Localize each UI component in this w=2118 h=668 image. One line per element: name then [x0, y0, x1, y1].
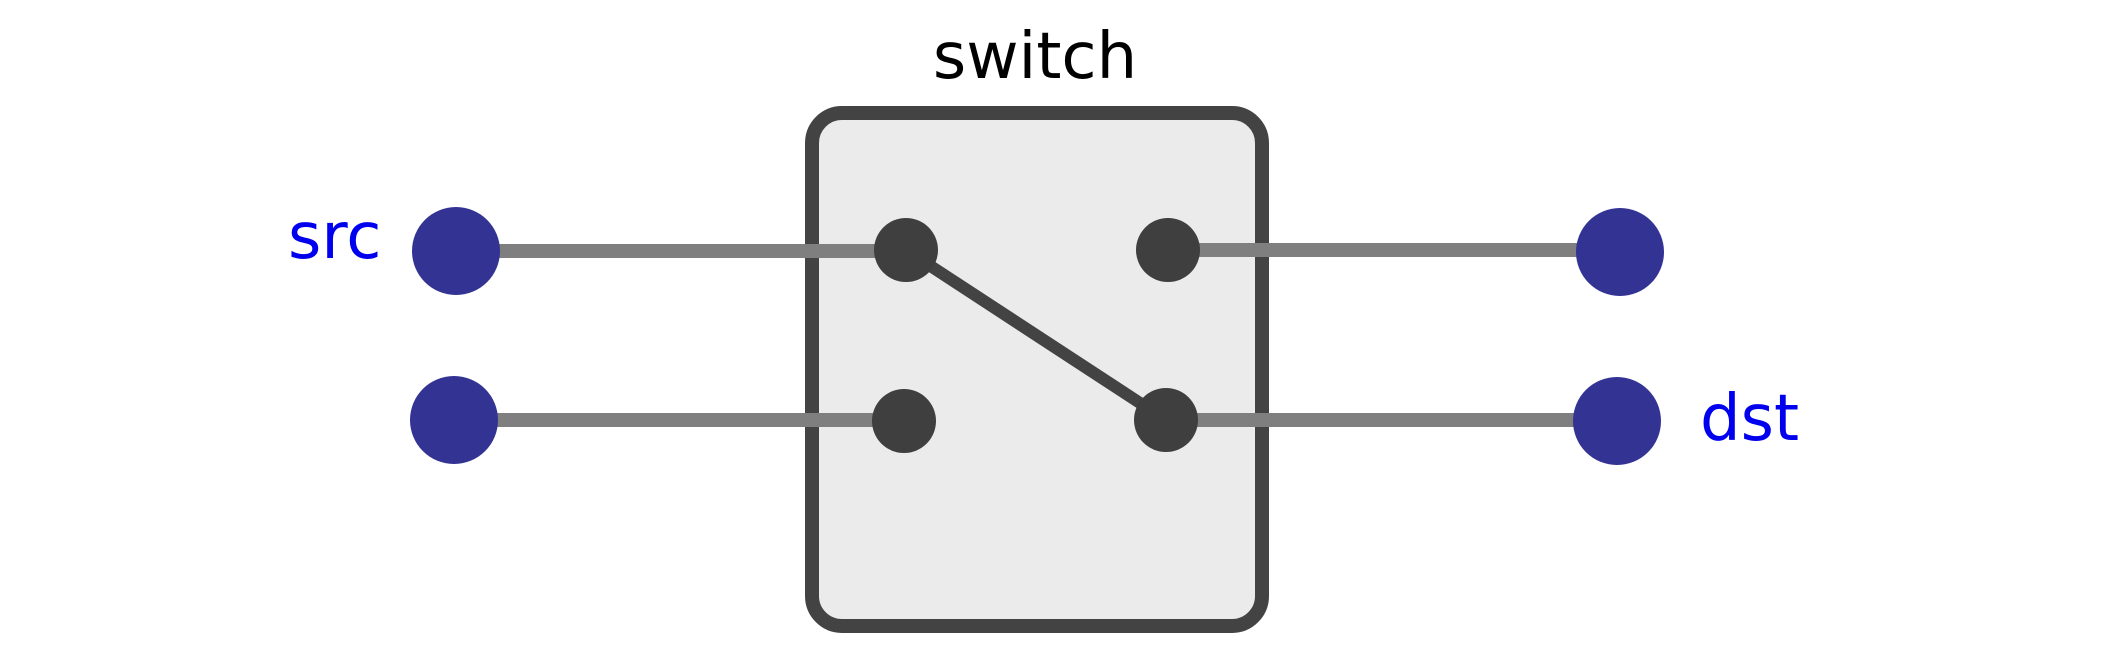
contact-right-top: [1136, 218, 1200, 282]
contact-left-bottom: [872, 389, 936, 453]
switch-title: switch: [933, 20, 1137, 94]
switch-box: [805, 106, 1269, 633]
terminal-left-bottom: [410, 376, 498, 464]
terminal-dst: [1573, 377, 1661, 465]
contact-right-bottom: [1134, 388, 1198, 452]
src-label: src: [288, 200, 381, 274]
dst-label: dst: [1700, 382, 1799, 456]
terminal-right-top: [1576, 208, 1664, 296]
contact-left-top: [874, 218, 938, 282]
terminal-src: [412, 207, 500, 295]
switch-lever: [902, 244, 1170, 426]
